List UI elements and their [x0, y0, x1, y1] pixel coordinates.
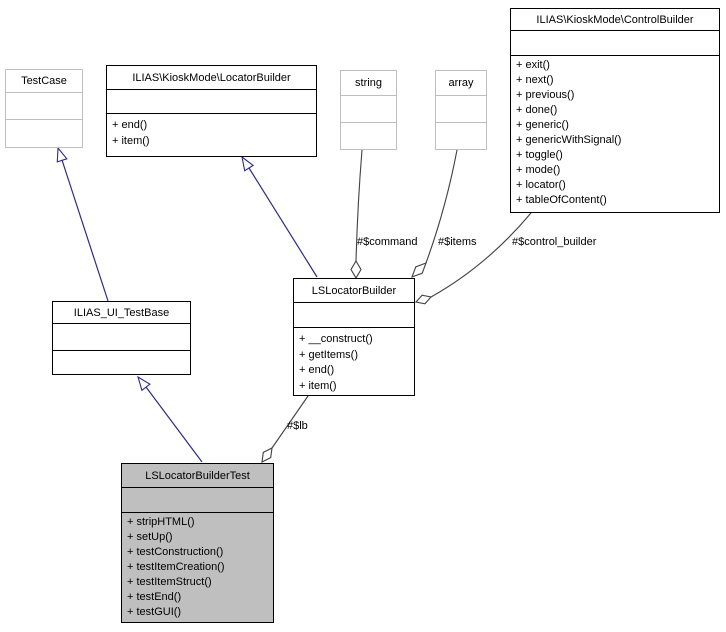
methods-compartment: + __construct() + getItems() + end() + i…: [294, 328, 414, 395]
attributes-compartment: [122, 488, 273, 513]
aggregation-edge-string-to-lslocatorbuilder: [355, 149, 363, 262]
method-label: + generic(): [516, 119, 569, 131]
inheritance-arrowhead: [137, 375, 151, 392]
method-label: + setUp(): [127, 531, 173, 543]
edge-label-command: #$command: [357, 236, 418, 248]
methods-compartment: [341, 123, 396, 149]
attributes-compartment: [6, 93, 82, 120]
methods-compartment: [436, 123, 486, 149]
method-label: + item(): [299, 379, 337, 392]
class-node-string[interactable]: string: [340, 70, 397, 150]
attributes-compartment: [511, 31, 719, 56]
class-node-controlbuilder[interactable]: ILIAS\KioskMode\ControlBuilder + exit() …: [510, 8, 720, 213]
inheritance-arrowhead: [56, 146, 68, 163]
method-label: + end(): [299, 364, 335, 376]
inheritance-edge-lslocatorbuildertest-to-testbase: [145, 386, 203, 463]
methods-compartment: [53, 351, 190, 374]
class-title: LSLocatorBuilder: [294, 279, 414, 303]
aggregation-diamond: [411, 262, 427, 278]
method-label: + end(): [112, 119, 148, 131]
aggregation-edge-array-to-lslocatorbuilder: [425, 149, 458, 264]
class-title: LSLocatorBuilderTest: [122, 464, 273, 488]
attributes-compartment: [107, 90, 316, 114]
method-label: + testConstruction(): [127, 546, 224, 558]
attributes-compartment: [341, 96, 396, 123]
method-label: + mode(): [516, 164, 561, 176]
method-label: + __construct(): [299, 333, 373, 345]
method-label: + exit(): [516, 59, 550, 71]
method-label: + previous(): [516, 89, 575, 101]
inheritance-edge-lslocatorbuilder-to-locatorbuilder: [248, 167, 318, 278]
method-label: + tableOfContent(): [516, 194, 607, 206]
aggregation-edge-lslocatorbuilder-to-lslocatorbuildertest: [271, 395, 309, 449]
class-title: ILIAS\KioskMode\LocatorBuilder: [107, 66, 316, 90]
attributes-compartment: [53, 324, 190, 351]
methods-compartment: + end() + item(): [107, 114, 316, 156]
method-label: + testItemStruct(): [127, 576, 212, 588]
edge-label-lb: #$lb: [287, 420, 308, 432]
methods-compartment: + stripHTML() + setUp() + testConstructi…: [122, 513, 273, 622]
edge-label-items: #$items: [438, 236, 477, 248]
class-node-locatorbuilder[interactable]: ILIAS\KioskMode\LocatorBuilder + end() +…: [106, 65, 317, 157]
class-node-array[interactable]: array: [435, 70, 487, 150]
class-node-lslocatorbuildertest[interactable]: LSLocatorBuilderTest + stripHTML() + set…: [121, 463, 274, 623]
aggregation-diamond: [414, 294, 433, 305]
methods-compartment: [6, 120, 82, 147]
class-title: array: [436, 71, 486, 96]
class-title: TestCase: [6, 70, 82, 93]
method-label: + getItems(): [299, 348, 358, 361]
method-label: + next(): [516, 74, 554, 86]
class-title: ILIAS_UI_TestBase: [53, 302, 190, 324]
aggregation-edge-controlbuilder-to-lslocatorbuilder: [430, 212, 532, 298]
method-label: + toggle(): [516, 149, 563, 161]
attributes-compartment: [436, 96, 486, 123]
edge-label-control-builder: #$control_builder: [512, 236, 597, 248]
inheritance-arrowhead: [241, 155, 255, 172]
method-label: + done(): [516, 104, 558, 116]
attributes-compartment: [294, 303, 414, 328]
method-label: + genericWithSignal(): [516, 134, 622, 146]
class-node-testcase[interactable]: TestCase: [5, 69, 83, 148]
class-node-lslocatorbuilder[interactable]: LSLocatorBuilder + __construct() + getIt…: [293, 278, 415, 396]
inheritance-edge-testbase-to-testcase: [61, 159, 109, 302]
aggregation-diamond: [261, 447, 273, 463]
methods-compartment: + exit() + next() + previous() + done() …: [511, 56, 719, 212]
method-label: + testItemCreation(): [127, 561, 225, 573]
method-label: + item(): [112, 134, 150, 147]
class-title: ILIAS\KioskMode\ControlBuilder: [511, 9, 719, 31]
method-label: + stripHTML(): [127, 516, 195, 528]
method-label: + testEnd(): [127, 591, 182, 603]
method-label: + locator(): [516, 179, 566, 191]
aggregation-diamond: [350, 259, 362, 280]
class-title: string: [341, 71, 396, 96]
class-node-testbase[interactable]: ILIAS_UI_TestBase: [52, 301, 191, 375]
method-label: + testGUI(): [127, 606, 182, 618]
